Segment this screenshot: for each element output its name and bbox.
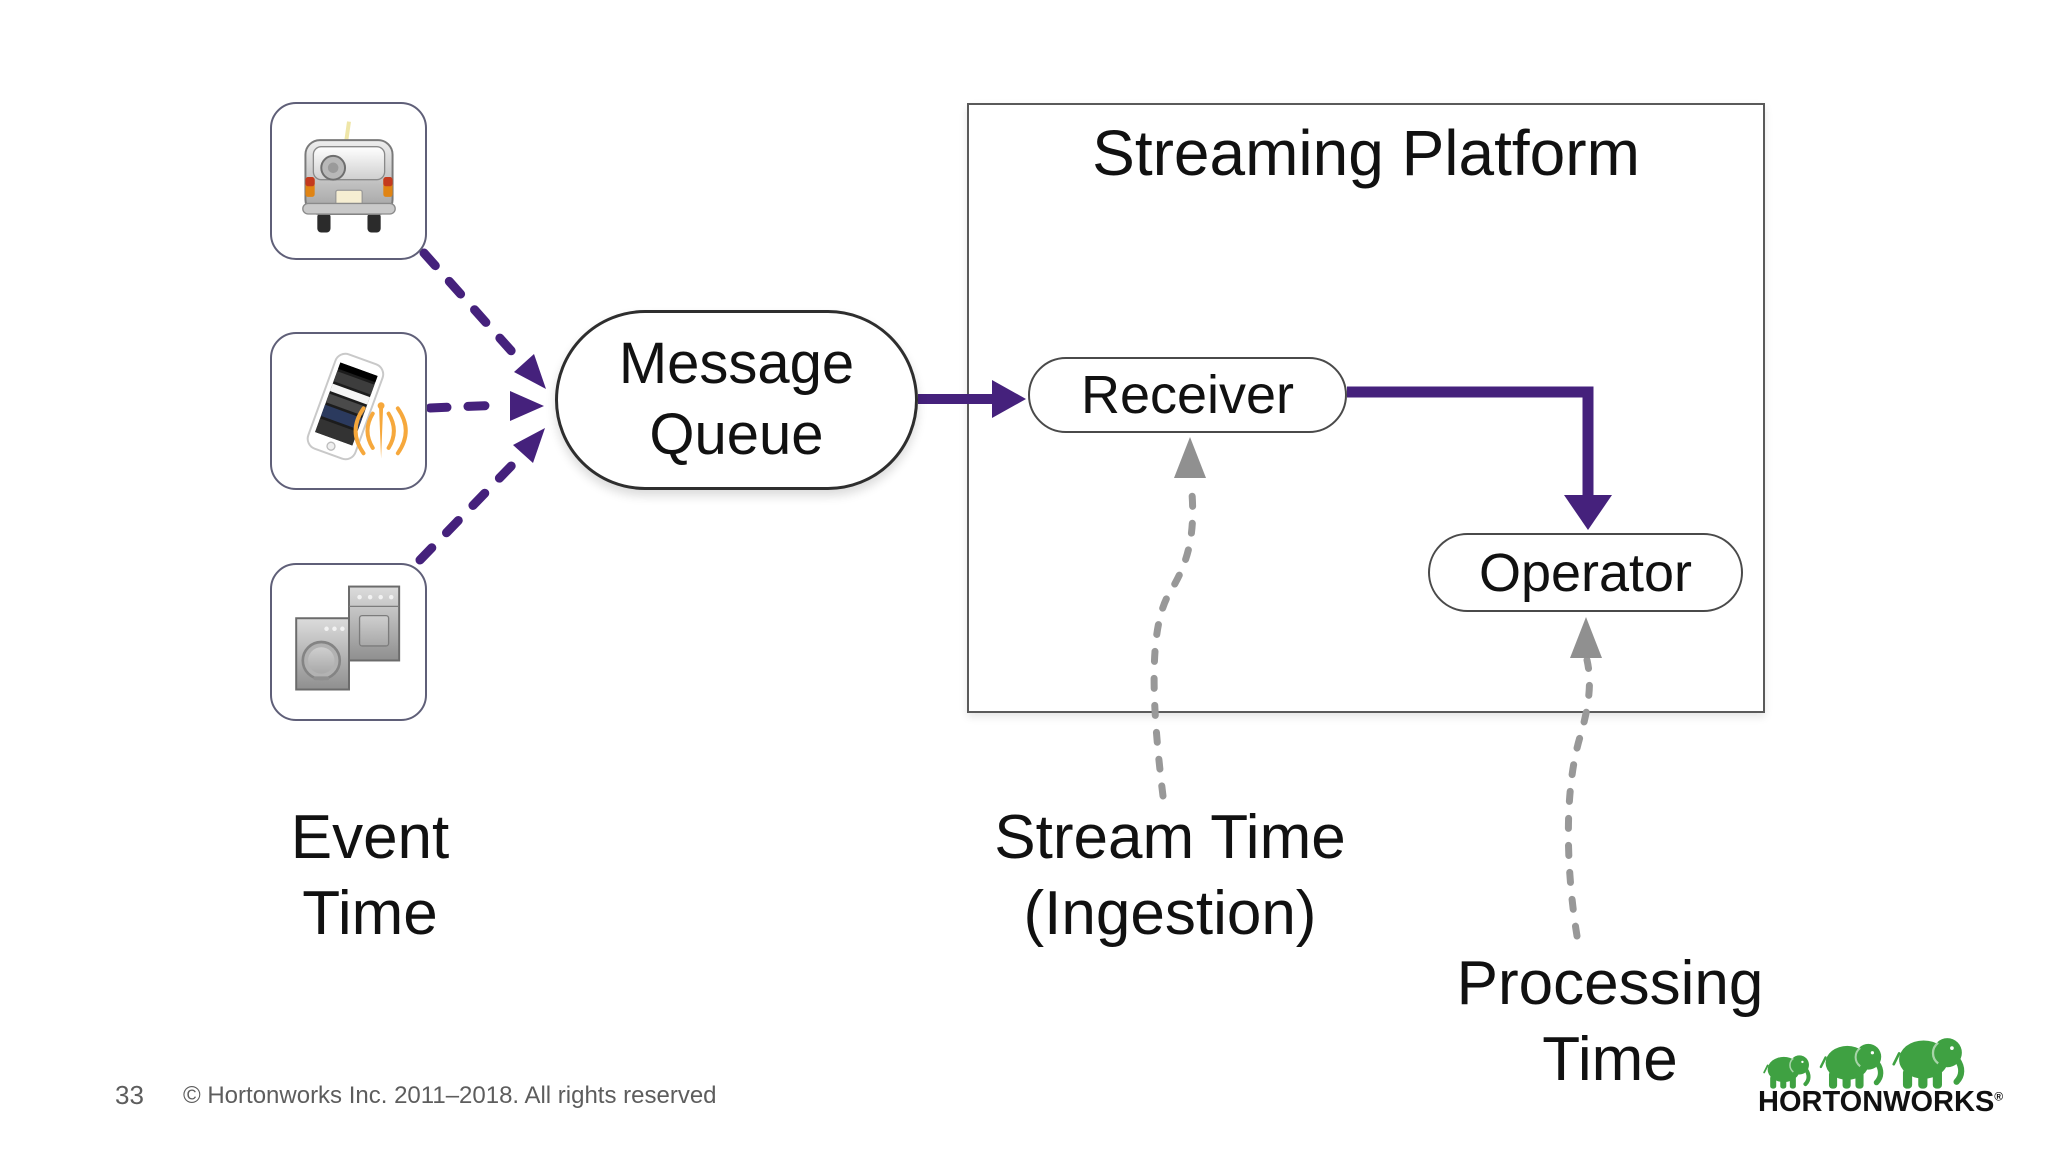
- smartphone-icon: [306, 352, 408, 461]
- event-source-arrowheads: [510, 354, 546, 463]
- dashed-arrow-phone-to-queue: [425, 400, 507, 413]
- page-number: 33: [115, 1080, 144, 1110]
- dashed-arrow-car-to-queue: [419, 248, 519, 359]
- device-box-appliances: [270, 563, 427, 721]
- copyright-text: © Hortonworks Inc. 2011–2018. All rights…: [183, 1082, 717, 1109]
- hortonworks-logo: HORTONWORKS®: [1758, 1028, 2004, 1118]
- dashed-arrow-appliances-to-queue: [415, 454, 523, 565]
- receiver-label: Receiver: [1080, 365, 1295, 425]
- streaming-platform-title: Streaming Platform: [1092, 117, 1640, 189]
- event-time-label: Event Time: [290, 803, 450, 949]
- message-queue-label: Message Queue: [618, 331, 855, 467]
- device-box-smartphone: [270, 332, 427, 490]
- stream-time-label: Stream Time (Ingestion): [994, 803, 1346, 949]
- receiver-node: Receiver: [1028, 357, 1347, 433]
- processing-time-label: Processing Time: [1456, 949, 1764, 1095]
- processing-time-arrow: [1564, 617, 1602, 940]
- message-queue-node: Message Queue: [555, 310, 918, 490]
- stream-time-arrow: [1150, 437, 1206, 800]
- elephants-icon: [1758, 1028, 1992, 1090]
- appliances-icon: [294, 585, 400, 691]
- car-icon: [301, 121, 396, 233]
- operator-node: Operator: [1428, 533, 1743, 612]
- hortonworks-wordmark: HORTONWORKS®: [1758, 1086, 2004, 1118]
- device-box-car: [270, 102, 427, 260]
- queue-to-receiver-arrow: [918, 380, 1026, 418]
- receiver-to-operator-arrow: [1347, 386, 1612, 530]
- operator-label: Operator: [1478, 542, 1693, 603]
- registered-mark: ®: [1994, 1089, 2004, 1104]
- event-source-arrows: [415, 248, 523, 565]
